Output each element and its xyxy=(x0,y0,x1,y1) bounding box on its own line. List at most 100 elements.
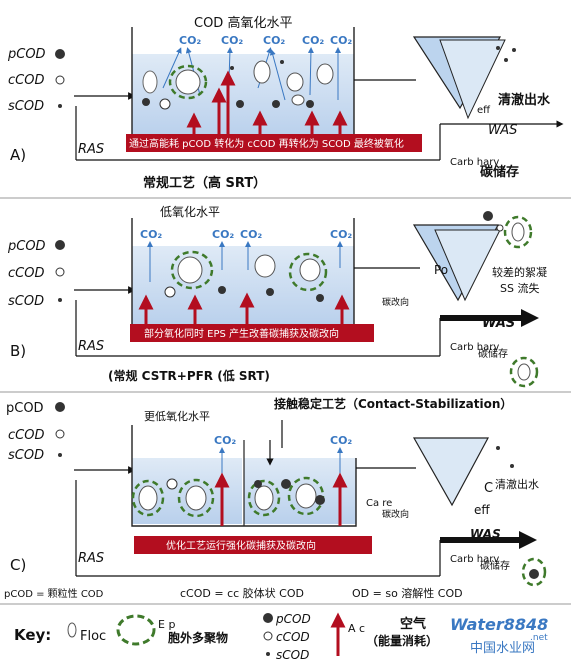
eps-icon xyxy=(521,557,547,587)
eff-cut-label: eff xyxy=(477,105,491,116)
panel-a-letter: A) xyxy=(10,146,26,164)
panel-a-red-label-bg xyxy=(126,134,422,152)
co2-label: CO₂ xyxy=(330,434,352,447)
eps-icon xyxy=(503,215,533,249)
key-title: Key: xyxy=(14,626,51,644)
panel-c-red-label-bg xyxy=(134,536,372,554)
eps-icon xyxy=(509,356,539,388)
clarifier-secondary xyxy=(439,39,506,120)
air-arrows xyxy=(214,472,348,526)
co2-label: CO₂ xyxy=(330,34,352,47)
definition-scod: OD = so 溶解性 COD xyxy=(352,586,463,600)
floc-icon xyxy=(286,72,304,92)
panel-c-title: 接触稳定工艺（Contact-Stabilization） xyxy=(274,396,512,411)
co2-label: CO₂ xyxy=(140,228,162,241)
side-label-scod: sCOD xyxy=(8,99,44,114)
side-label-ccod: cCOD xyxy=(8,428,44,443)
key-floc-label: Floc xyxy=(80,629,106,644)
air-arrows xyxy=(186,70,348,138)
ccod-icon xyxy=(263,631,273,641)
scod-icon xyxy=(58,298,62,302)
was-label: WAS xyxy=(488,123,517,138)
definition-ccod: cCOD = cc 胶体状 COD xyxy=(180,586,304,600)
watermark-domain: .net xyxy=(530,633,548,643)
eff-cut-label: eff xyxy=(474,503,490,517)
panel-b-header: 低氧化水平 xyxy=(160,205,220,219)
watermark-sub: 中国水业网 xyxy=(470,641,535,656)
ccod-icon xyxy=(55,267,65,277)
po-cut-label: Po xyxy=(434,263,448,277)
was-label: WAS xyxy=(482,316,515,331)
ras-label: RAS xyxy=(78,339,104,354)
ras-label: RAS xyxy=(78,142,104,157)
floc-icon xyxy=(175,69,201,95)
floc-icon xyxy=(291,94,305,106)
floc-icon xyxy=(316,63,334,85)
ras-label: RAS xyxy=(78,551,104,566)
panel-b-letter: B) xyxy=(10,342,26,360)
side-label-scod: sCOD xyxy=(8,294,44,309)
co2-arrows xyxy=(147,241,343,282)
co2-label: CO₂ xyxy=(179,34,201,47)
side-label-pcod: pCOD xyxy=(7,47,46,62)
floc-group xyxy=(164,250,328,302)
floc-icon xyxy=(253,60,271,84)
scod-icon xyxy=(58,453,62,457)
side-label-ccod: cCOD xyxy=(8,266,44,281)
co2-group: CO₂ CO₂ CO₂ CO₂ CO₂ xyxy=(179,34,352,47)
pcod-icon xyxy=(55,402,65,412)
legend: Key: Floc E p 胞外多聚物 pCOD cCOD sCOD A c 空… xyxy=(14,612,548,660)
floc-group xyxy=(142,60,334,110)
clarifier-cut-label: Carb harv xyxy=(450,342,499,353)
co2-label: CO₂ xyxy=(330,228,352,241)
eps-icon xyxy=(168,64,208,100)
storage-label: 碳储存 xyxy=(480,559,510,572)
redirect-label: 碳改向 xyxy=(382,508,409,520)
effluent-label-2: SS 流失 xyxy=(500,281,539,295)
side-label-scod: sCOD xyxy=(8,448,44,463)
co2-label: CO₂ xyxy=(302,34,324,47)
co2-label: CO₂ xyxy=(263,34,285,47)
effluent-label: 清澈出水 xyxy=(495,477,539,491)
pcod-icon xyxy=(263,613,273,623)
clarifier xyxy=(412,437,490,507)
c-cut-label: C xyxy=(484,481,493,496)
panel-b-red-label-bg xyxy=(130,324,374,342)
panel-c-letter: C) xyxy=(10,556,26,574)
side-label-pcod: pCOD xyxy=(7,239,46,254)
storage-label: 碳储存 xyxy=(478,347,508,360)
co2-arrows xyxy=(219,447,343,476)
floc-group xyxy=(131,476,325,518)
panel-c-header: 更低氧化水平 xyxy=(144,409,210,423)
side-label-ccod: cCOD xyxy=(8,73,44,88)
key-scod: sCOD xyxy=(276,648,309,660)
clarifier-cut-label: Carb harv xyxy=(450,157,499,168)
redirect-label: 碳改向 xyxy=(382,296,409,308)
co2-label: CO₂ xyxy=(212,228,234,241)
key-ccod: cCOD xyxy=(276,630,310,644)
ca-cut-label: Ca re xyxy=(366,498,392,509)
air-arrows xyxy=(138,292,350,328)
panel-a-caption: 常规工艺（高 SRT） xyxy=(143,175,266,191)
ccod-icon xyxy=(55,429,65,439)
eps-icon xyxy=(116,614,156,646)
definition-pcod: pCOD = 颗粒性 COD xyxy=(4,587,104,600)
was-label: WAS xyxy=(470,527,501,541)
effluent-label: 清澈出水 xyxy=(498,92,551,108)
key-energy: （能量消耗） xyxy=(366,633,438,648)
aeration-tank xyxy=(132,246,354,326)
effluent-label: 较差的絮凝 xyxy=(492,265,547,279)
storage-label: 碳储存 xyxy=(480,164,519,180)
watermark-brand: Water8848 xyxy=(450,615,548,634)
panel-c-red-label: 优化工艺运行强化碳捕获及碳改向 xyxy=(166,539,316,552)
key-eps-label: 胞外多聚物 xyxy=(168,630,228,645)
panel-a-red-label: 通过高能耗 pCOD 转化为 cCOD 再转化为 SCOD 最终被氧化 xyxy=(129,137,404,150)
key-pcod: pCOD xyxy=(275,612,311,626)
key-eps-cut: E p xyxy=(158,618,175,631)
co2-label: CO₂ xyxy=(214,434,236,447)
clarifier-cut-label: Carb harv xyxy=(450,554,499,565)
panel-a: COD 高氧化水平 pCOD cCOD sCOD CO₂ CO₂ CO₂ CO₂… xyxy=(7,15,564,191)
panel-a-header: COD 高氧化水平 xyxy=(194,15,292,31)
key-air: 空气 xyxy=(400,616,426,632)
